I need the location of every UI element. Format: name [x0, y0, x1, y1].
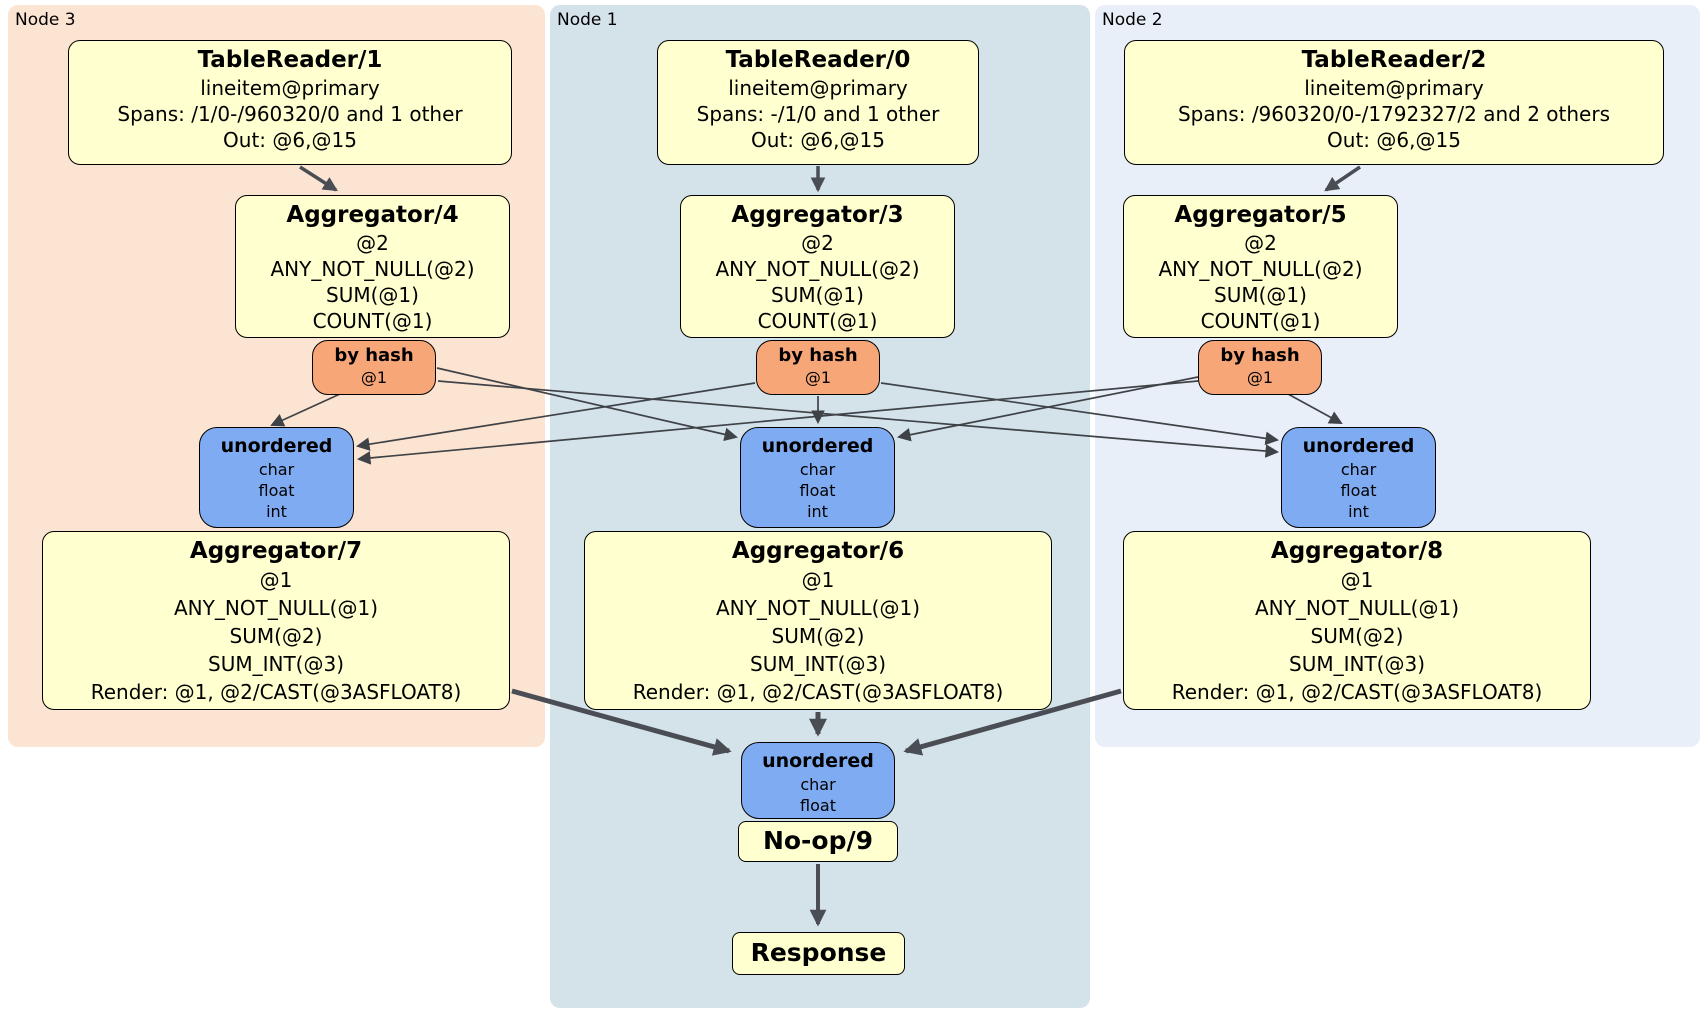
- processor-aggregator-5: Aggregator/5 @2 ANY_NOT_NULL(@2) SUM(@1)…: [1123, 195, 1398, 338]
- region-node3-label: Node 3: [15, 10, 76, 30]
- processor-title: Aggregator/5: [1174, 202, 1347, 228]
- sync-col-type: char: [800, 775, 836, 794]
- aggregator-fn: COUNT(@1): [312, 309, 433, 333]
- sync-col-type: int: [266, 502, 287, 521]
- processor-title: TableReader/0: [725, 47, 911, 73]
- aggregator-fn: ANY_NOT_NULL(@1): [174, 596, 378, 620]
- sync-unordered-node1: unordered char float int: [740, 427, 895, 528]
- sync-title: unordered: [1302, 435, 1415, 457]
- processor-spans: Spans: /960320/0-/1792327/2 and 2 others: [1177, 102, 1610, 126]
- aggregator-fn: ANY_NOT_NULL(@1): [716, 596, 920, 620]
- processor-title: Aggregator/4: [286, 202, 459, 228]
- aggregator-render: Render: @1, @2/CAST(@3ASFLOAT8): [90, 680, 462, 704]
- processor-out: Out: @6,@15: [751, 128, 885, 152]
- aggregator-fn: ANY_NOT_NULL(@2): [715, 257, 920, 281]
- aggregator-fn: SUM(@2): [771, 624, 865, 648]
- sync-col-type: int: [1348, 502, 1369, 521]
- aggregator-fn: SUM(@2): [1310, 624, 1404, 648]
- aggregator-render: Render: @1, @2/CAST(@3ASFLOAT8): [1171, 680, 1543, 704]
- response-title: Response: [750, 938, 887, 967]
- aggregator-group-cols: @2: [801, 231, 834, 255]
- router-by-hash-3: by hash @1: [756, 340, 880, 395]
- region-node2-label: Node 2: [1102, 10, 1163, 30]
- sync-title: unordered: [761, 435, 874, 457]
- processor-spans: Spans: -/1/0 and 1 other: [696, 102, 940, 126]
- region-node1-label: Node 1: [557, 10, 618, 30]
- aggregator-group-cols: @1: [1340, 568, 1374, 592]
- processor-title: Aggregator/6: [731, 538, 905, 564]
- aggregator-fn: SUM(@2): [229, 624, 323, 648]
- processor-title: No-op/9: [762, 826, 874, 855]
- processor-aggregator-8: Aggregator/8 @1 ANY_NOT_NULL(@1) SUM(@2)…: [1123, 531, 1591, 710]
- processor-index: lineitem@primary: [200, 76, 380, 100]
- sync-title: unordered: [220, 435, 333, 457]
- router-by-hash-4: by hash @1: [312, 340, 436, 395]
- router-title: by hash: [778, 345, 858, 366]
- sync-col-type: float: [799, 481, 836, 500]
- processor-out: Out: @6,@15: [223, 128, 357, 152]
- processor-title: Aggregator/7: [189, 538, 363, 564]
- aggregator-group-cols: @1: [801, 568, 835, 592]
- sync-col-type: char: [799, 460, 836, 479]
- sync-col-type: int: [807, 502, 828, 521]
- router-hash-col: @1: [804, 368, 832, 387]
- processor-aggregator-3: Aggregator/3 @2 ANY_NOT_NULL(@2) SUM(@1)…: [680, 195, 955, 338]
- router-by-hash-5: by hash @1: [1198, 340, 1322, 395]
- aggregator-fn: SUM(@1): [1214, 283, 1307, 307]
- sync-title: unordered: [762, 750, 874, 772]
- sync-unordered-node2: unordered char float int: [1281, 427, 1436, 528]
- sync-unordered-node3: unordered char float int: [199, 427, 354, 528]
- processor-index: lineitem@primary: [728, 76, 908, 100]
- sync-col-type: float: [1340, 481, 1377, 500]
- processor-tablereader-2: TableReader/2 lineitem@primary Spans: /9…: [1124, 40, 1664, 165]
- aggregator-render: Render: @1, @2/CAST(@3ASFLOAT8): [632, 680, 1004, 704]
- aggregator-fn: SUM_INT(@3): [208, 652, 344, 676]
- processor-spans: Spans: /1/0-/960320/0 and 1 other: [117, 102, 463, 126]
- processor-aggregator-7: Aggregator/7 @1 ANY_NOT_NULL(@1) SUM(@2)…: [42, 531, 510, 710]
- aggregator-group-cols: @2: [1244, 231, 1277, 255]
- processor-noop-9: No-op/9: [738, 821, 898, 862]
- aggregator-group-cols: @1: [259, 568, 293, 592]
- processor-index: lineitem@primary: [1304, 76, 1484, 100]
- sync-col-type: float: [258, 481, 295, 500]
- sync-unordered-final: unordered char float: [741, 742, 895, 819]
- aggregator-fn: COUNT(@1): [1200, 309, 1321, 333]
- processor-aggregator-4: Aggregator/4 @2 ANY_NOT_NULL(@2) SUM(@1)…: [235, 195, 510, 338]
- aggregator-fn: SUM(@1): [771, 283, 864, 307]
- router-hash-col: @1: [360, 368, 388, 387]
- processor-title: Aggregator/8: [1270, 538, 1444, 564]
- processor-aggregator-6: Aggregator/6 @1 ANY_NOT_NULL(@1) SUM(@2)…: [584, 531, 1052, 710]
- aggregator-fn: ANY_NOT_NULL(@2): [1158, 257, 1363, 281]
- response-box: Response: [732, 932, 905, 975]
- router-title: by hash: [1220, 345, 1300, 366]
- sync-col-type: float: [800, 796, 836, 815]
- sync-col-type: char: [258, 460, 295, 479]
- aggregator-fn: SUM(@1): [326, 283, 419, 307]
- router-title: by hash: [334, 345, 414, 366]
- processor-out: Out: @6,@15: [1327, 128, 1461, 152]
- processor-tablereader-0: TableReader/0 lineitem@primary Spans: -/…: [657, 40, 979, 165]
- processor-title: TableReader/1: [197, 47, 383, 73]
- sync-col-type: char: [1340, 460, 1377, 479]
- router-hash-col: @1: [1246, 368, 1274, 387]
- aggregator-group-cols: @2: [356, 231, 389, 255]
- aggregator-fn: SUM_INT(@3): [1289, 652, 1425, 676]
- aggregator-fn: SUM_INT(@3): [750, 652, 886, 676]
- aggregator-fn: ANY_NOT_NULL(@2): [270, 257, 475, 281]
- processor-title: Aggregator/3: [731, 202, 904, 228]
- aggregator-fn: COUNT(@1): [757, 309, 878, 333]
- processor-title: TableReader/2: [1301, 47, 1487, 73]
- aggregator-fn: ANY_NOT_NULL(@1): [1255, 596, 1459, 620]
- processor-tablereader-1: TableReader/1 lineitem@primary Spans: /1…: [68, 40, 512, 165]
